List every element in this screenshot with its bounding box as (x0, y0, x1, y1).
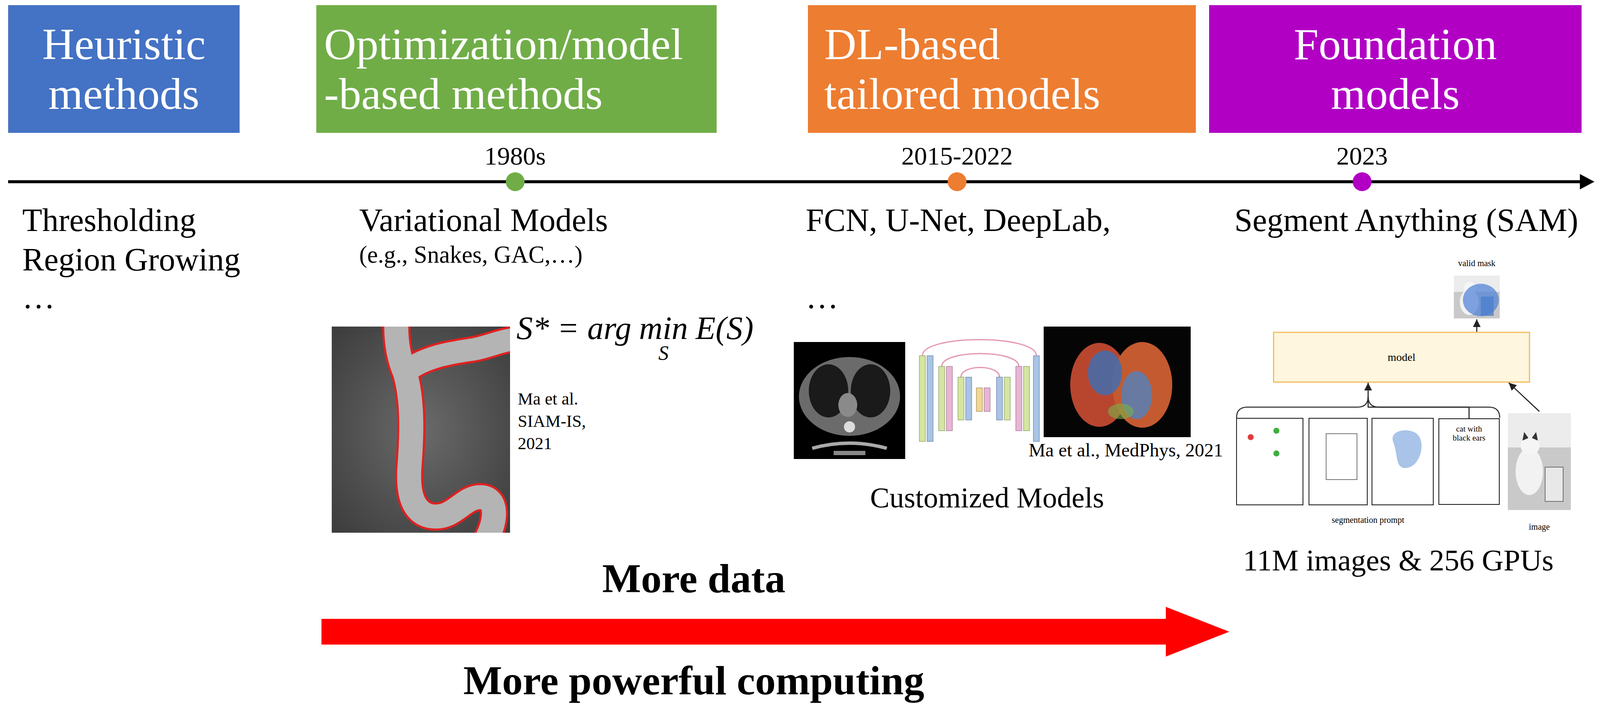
prompt-box (1308, 418, 1368, 505)
ct-lung (850, 364, 891, 418)
timeline-line (8, 180, 1583, 184)
cat-ear (1522, 432, 1529, 441)
connector-arrow (1508, 382, 1540, 412)
text-label: Ma et al., MedPhys, 2021 (1028, 439, 1223, 462)
lung-background (1043, 326, 1191, 438)
text-label: Variational Models (359, 201, 608, 239)
timeline-dot (947, 172, 967, 192)
lung-render (1087, 350, 1123, 396)
layer-bar (1004, 377, 1011, 421)
input-picture (1507, 413, 1571, 511)
text-label: FCN, U-Net, DeepLab, (805, 201, 1111, 239)
prompt-box (1371, 418, 1434, 505)
text-label: 1980s (484, 141, 546, 172)
vessel-outline (405, 338, 511, 373)
text-label: 2023 (1336, 141, 1388, 172)
ct-table (812, 443, 887, 449)
text-label: … (22, 278, 55, 316)
layer-bar (976, 387, 983, 412)
model-box: model (1272, 331, 1531, 383)
skip-connection (960, 367, 1000, 378)
text-label: min (639, 309, 688, 347)
lung-3d-image (1043, 326, 1191, 438)
layer-bar (919, 355, 926, 442)
point-prompt (1273, 450, 1280, 457)
vessel (405, 338, 511, 373)
era-header: Foundation models (1209, 5, 1582, 133)
text-label: (e.g., Snakes, GAC,…) (359, 240, 583, 269)
node-text: valid mask (1458, 258, 1496, 268)
node-text: Heuristic methods (21, 19, 227, 120)
node-text: cat with black ears (1448, 424, 1490, 443)
unet-illustration (919, 339, 1040, 442)
timeline-arrowhead (1579, 174, 1595, 190)
cup (1545, 467, 1564, 502)
skip-connection (941, 353, 1019, 367)
connector-arrow (1368, 382, 1470, 419)
text-label: Thresholding (22, 201, 196, 239)
progress-arrow (321, 606, 1230, 657)
text-label: 11M images & 256 GPUs (1242, 543, 1554, 579)
text-label: Region Growing (22, 240, 241, 279)
lung-render (1107, 403, 1134, 420)
layer-bar (984, 387, 991, 412)
mask-picture (1453, 275, 1500, 319)
text-label: More data (602, 555, 786, 603)
picture-window (1507, 413, 1571, 448)
text-label: … (805, 278, 839, 316)
text-label: Customized Models (870, 480, 1105, 515)
mask-overlay (1462, 283, 1499, 317)
text-label: segmentation prompt (1331, 515, 1405, 526)
text-label: S (658, 341, 669, 365)
ct-body (798, 357, 901, 436)
layer-bar (957, 377, 964, 421)
connector-arrow (1476, 319, 1478, 332)
era-header: Optimization/model -based methods (316, 5, 717, 133)
point-prompt (1247, 434, 1254, 441)
text-label: 2015-2022 (901, 141, 1013, 172)
text-label: Ma et al. SIAM-IS, 2021 (517, 387, 600, 455)
ct-image (793, 342, 906, 460)
output-image: valid mask (1448, 257, 1505, 320)
layer-bar (965, 377, 972, 421)
node-text: image (1528, 522, 1550, 532)
text-label: Segment Anything (SAM) (1234, 201, 1579, 239)
mask-prompt (1392, 430, 1422, 469)
layer-bar (1033, 355, 1040, 442)
layer-bar (1023, 366, 1030, 431)
text-prompt-box: cat with black ears (1438, 418, 1500, 505)
era-header: DL-based tailored models (807, 5, 1196, 133)
timeline (8, 172, 1595, 192)
cat-ear (1531, 432, 1538, 441)
input-image: image (1503, 411, 1576, 533)
text-label: E(S) (695, 309, 754, 347)
ct-table (833, 450, 866, 456)
node-text: Foundation models (1245, 19, 1546, 120)
layer-bar (938, 366, 945, 431)
node-text: Optimization/model -based methods (324, 19, 709, 120)
prompt-box (1236, 418, 1303, 505)
layer-bar (946, 366, 953, 431)
text-label: More powerful computing (463, 660, 925, 702)
ct-spine (843, 421, 856, 433)
layer-bar (996, 377, 1003, 421)
node-text: DL-based tailored models (824, 19, 1133, 120)
picture-background (1507, 413, 1571, 511)
era-header: Heuristic methods (8, 5, 240, 133)
text-label: S* = arg (516, 309, 632, 347)
ct-background (793, 342, 906, 460)
vessel-image (331, 326, 511, 533)
timeline-dot (1352, 172, 1372, 192)
ct-heart (838, 393, 858, 418)
prompt-boxes (1236, 396, 1500, 505)
layer-bar (1015, 366, 1022, 431)
picture-background (1453, 275, 1500, 319)
point-prompt (1273, 427, 1280, 434)
layer-bar (927, 355, 934, 442)
box-prompt (1326, 433, 1357, 480)
timeline-dot (505, 172, 525, 192)
node-text: model (1387, 351, 1416, 364)
